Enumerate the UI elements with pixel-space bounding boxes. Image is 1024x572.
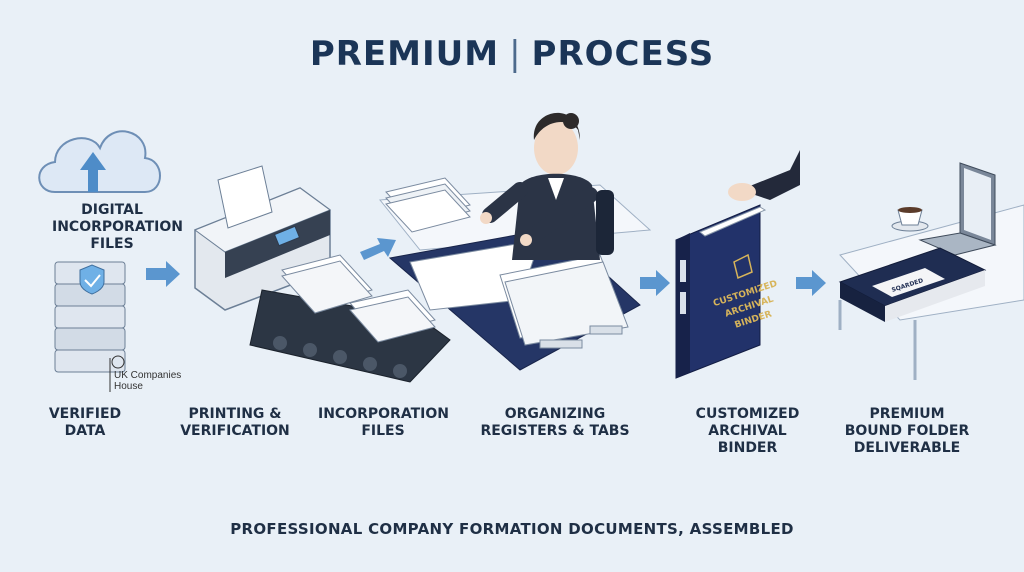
footer-caption: PROFESSIONAL COMPANY FORMATION DOCUMENTS… (230, 520, 794, 538)
coffee-cup-icon (891, 207, 929, 232)
step-label-incorporation-files: INCORPORATION FILES (318, 406, 449, 439)
server-stack-icon (54, 261, 126, 373)
badge-line1: UK Companies (114, 370, 182, 381)
hand-icon (728, 150, 800, 201)
register-binder (388, 227, 641, 371)
title-separator: | (509, 34, 522, 74)
title-left: PREMIUM (309, 34, 500, 74)
laptop-icon (918, 162, 997, 256)
step-label-organizing: ORGANIZING REGISTERS & TABS (480, 406, 630, 439)
cloud-upload-icon (38, 130, 161, 193)
badge-line2: House (114, 381, 143, 392)
step-label-printing: PRINTING & VERIFICATION (180, 406, 290, 439)
step-label-digital-files: DIGITAL INCORPORATION FILES (52, 202, 183, 252)
step-label-bound-folder: PREMIUM BOUND FOLDER DELIVERABLE (844, 406, 970, 456)
printed-document-stack (281, 254, 436, 343)
paper-stack (385, 177, 471, 233)
step-label-binder: CUSTOMIZED ARCHIVAL BINDER (695, 406, 800, 456)
title-right: PROCESS (531, 34, 715, 74)
archival-binder-icon (675, 204, 767, 379)
companies-house-badge: UK Companies House (114, 370, 181, 392)
flow-arrows (146, 238, 826, 296)
crest-icon (109, 355, 125, 392)
person-icon (480, 112, 614, 260)
step-label-verified-data: VERIFIED DATA (48, 406, 122, 439)
conveyor-belt (249, 289, 451, 383)
page-title: PREMIUM|PROCESS (0, 34, 1024, 74)
bound-folder-icon (838, 247, 987, 322)
